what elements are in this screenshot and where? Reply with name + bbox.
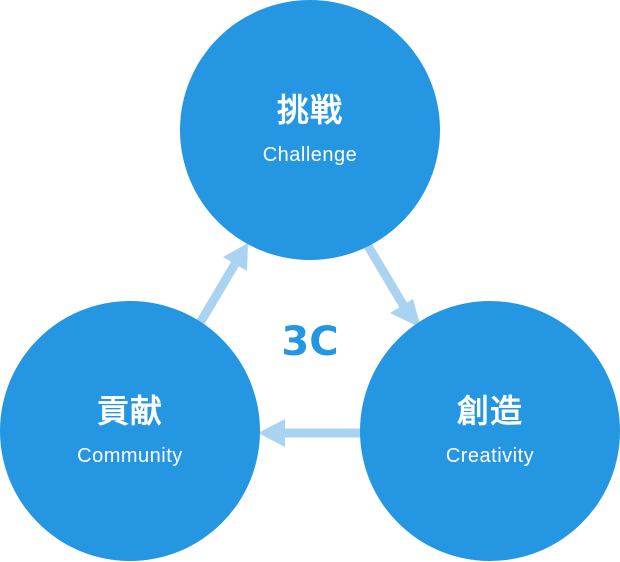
node-challenge: 挑戦 Challenge bbox=[180, 0, 440, 260]
node-creativity-title: 創造 bbox=[456, 392, 523, 430]
arrow-challenge-to-creativity bbox=[364, 243, 421, 328]
node-community-title: 貢献 bbox=[96, 392, 163, 430]
node-challenge-title: 挑戦 bbox=[276, 91, 343, 129]
node-creativity-subtitle: Creativity bbox=[445, 445, 535, 467]
node-community-subtitle: Community bbox=[77, 445, 183, 467]
node-challenge-subtitle: Challenge bbox=[262, 144, 358, 166]
node-community: 貢献 Community bbox=[0, 301, 260, 561]
center-label: 3C bbox=[281, 319, 339, 365]
arrow-community-to-challenge bbox=[196, 243, 248, 326]
node-creativity: 創造 Creativity bbox=[360, 301, 620, 561]
arrow-creativity-to-community bbox=[258, 419, 362, 447]
